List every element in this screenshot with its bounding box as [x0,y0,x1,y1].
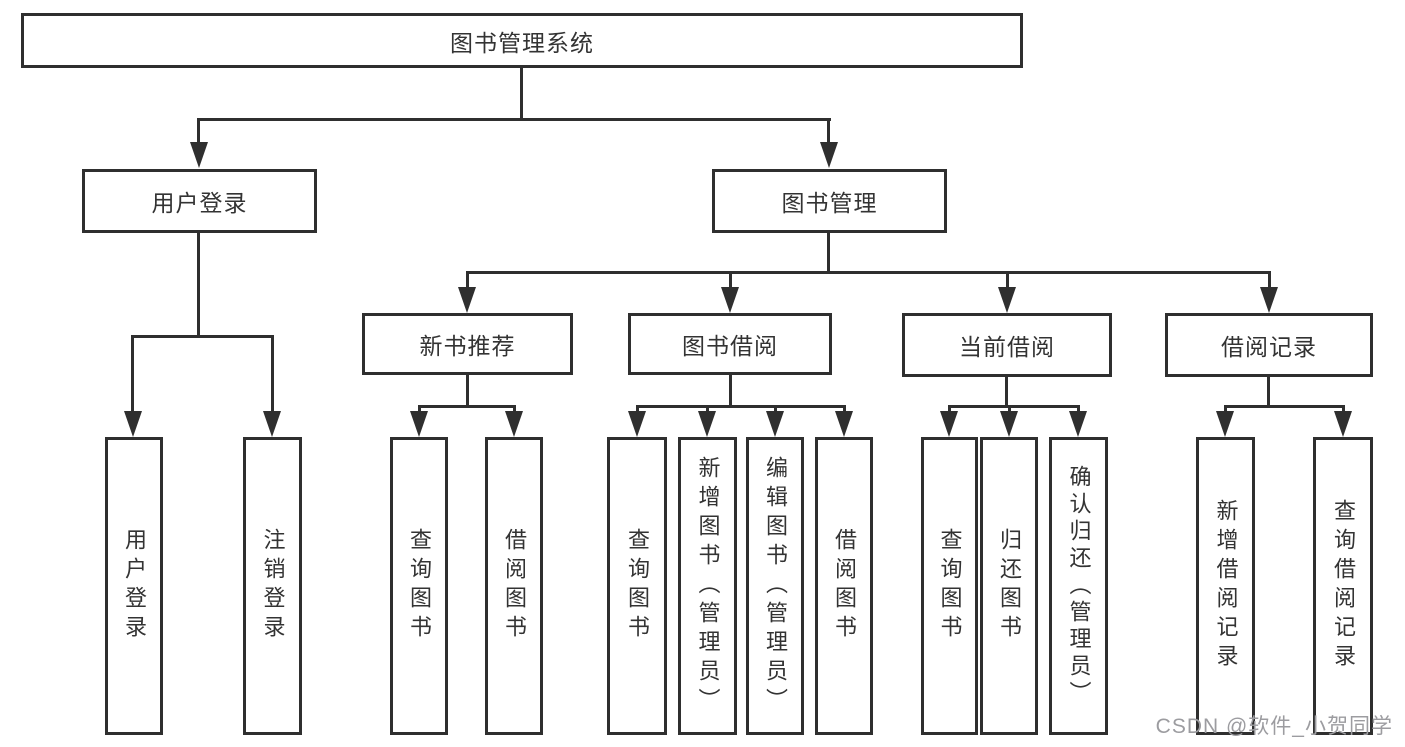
connector-drop-bb-query [636,405,639,415]
node-book-mgmt: 图书管理 [712,169,947,233]
arrowhead-nb-borrow [505,411,523,437]
arrowhead-user-login [190,142,208,168]
leaf-bb-add-books-admin: 新增图书（管理员） [678,437,737,735]
leaf-logout: 注销登录 [243,437,302,735]
node-current-borrow: 当前借阅 [902,313,1112,377]
connector-root-stem [520,68,523,120]
node-book-borrow: 图书借阅 [628,313,832,375]
connector-drop-br-add [1224,405,1227,415]
node-root: 图书管理系统 [21,13,1023,68]
arrowhead-ul-logout [263,411,281,437]
node-user-login: 用户登录 [82,169,317,233]
connector-drop-nb-query [418,405,421,415]
leaf-user-login: 用户登录 [105,437,163,735]
arrowhead-current-borrow [998,287,1016,313]
connector-drop-cb-return [1008,405,1011,415]
connector-user-login-stem [197,233,200,337]
leaf-bb-borrow-books: 借阅图书 [815,437,873,735]
connector-nbr-stem [466,375,469,408]
connector-drop-current-borrow [1006,271,1009,291]
connector-drop-nb-borrow [513,405,516,415]
arrowhead-bb-borrow [835,411,853,437]
connector-cb-stem [1005,377,1008,408]
arrowhead-cb-return [1000,411,1018,437]
arrowhead-br-query [1334,411,1352,437]
arrowhead-cb-confirm [1069,411,1087,437]
connector-drop-bb-edit [774,405,777,415]
leaf-cb-query-books: 查询图书 [921,437,978,735]
connector-book-mgmt-stem [827,233,830,274]
leaf-br-query-record: 查询借阅记录 [1313,437,1373,735]
leaf-cb-confirm-return-admin: 确认归还（管理员） [1049,437,1108,735]
connector-book-mgmt-branch [466,271,1271,274]
leaf-nb-borrow-books: 借阅图书 [485,437,543,735]
connector-drop-cb-confirm [1077,405,1080,415]
connector-bb-stem [729,375,732,408]
connector-drop-book-borrow [729,271,732,291]
connector-drop-bb-add [706,405,709,415]
arrowhead-book-mgmt [820,142,838,168]
arrowhead-ul-login [124,411,142,437]
node-new-book-rec: 新书推荐 [362,313,573,375]
connector-drop-borrow-records [1268,271,1271,291]
node-borrow-records: 借阅记录 [1165,313,1373,377]
connector-drop-book-mgmt [827,118,830,146]
connector-br-branch [1224,405,1344,408]
arrowhead-br-add [1216,411,1234,437]
connector-drop-new-book-rec [466,271,469,291]
connector-drop-ul-logout [271,335,274,413]
connector-drop-user-login [197,118,200,146]
leaf-bb-query-books: 查询图书 [607,437,667,735]
csdn-watermark: CSDN @软件_小贺同学 [1155,715,1393,738]
leaf-cb-return-books: 归还图书 [980,437,1038,735]
arrowhead-bb-edit [766,411,784,437]
connector-drop-ul-login [131,335,134,413]
connector-nbr-branch [418,405,516,408]
arrowhead-book-borrow [721,287,739,313]
connector-bb-branch [636,405,845,408]
arrowhead-nb-query [410,411,428,437]
arrowhead-bb-query [628,411,646,437]
connector-br-stem [1267,377,1270,408]
leaf-bb-edit-books-admin: 编辑图书（管理员） [746,437,804,735]
connector-root-branch [197,118,831,121]
leaf-br-add-record: 新增借阅记录 [1196,437,1255,735]
arrowhead-borrow-records [1260,287,1278,313]
connector-drop-bb-borrow [843,405,846,415]
connector-user-login-branch [132,335,274,338]
leaf-nb-query-books: 查询图书 [390,437,448,735]
arrowhead-cb-query [940,411,958,437]
arrowhead-new-book-rec [458,287,476,313]
arrowhead-bb-add [698,411,716,437]
connector-drop-cb-query [948,405,951,415]
connector-cb-branch [948,405,1080,408]
connector-drop-br-query [1342,405,1345,415]
